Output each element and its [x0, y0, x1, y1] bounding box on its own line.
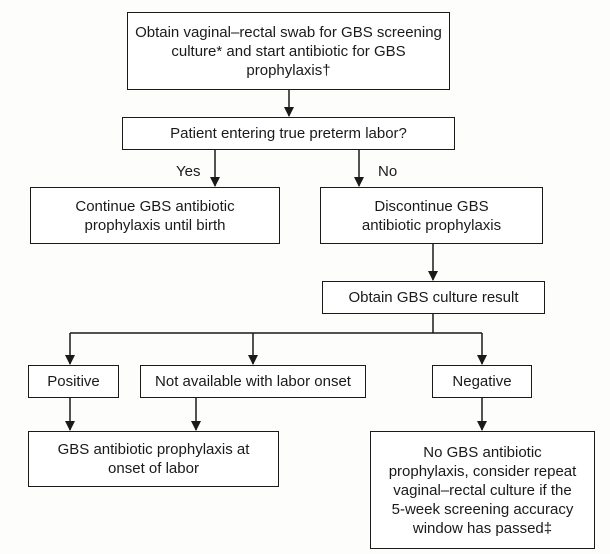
node-negative-text: Negative	[452, 373, 512, 390]
edge-label-yes: Yes	[176, 163, 201, 180]
node-prophylaxis-at-onset-text: GBS antibiotic prophylaxis at onset of l…	[57, 441, 250, 477]
node-preterm-labor-question-text: Patient entering true preterm labor?	[170, 125, 407, 142]
node-continue-prophylaxis: Continue GBS antibiotic prophylaxis unti…	[30, 187, 280, 244]
node-preterm-labor-question: Patient entering true preterm labor?	[122, 117, 455, 150]
edge-label-no: No	[378, 163, 398, 180]
node-discontinue-prophylaxis: Discontinue GBS antibiotic prophylaxis	[320, 187, 543, 244]
node-obtain-swab: Obtain vaginal–rectal swab for GBS scree…	[127, 12, 450, 90]
node-not-available-text: Not available with labor onset	[155, 373, 351, 390]
node-continue-prophylaxis-text: Continue GBS antibiotic prophylaxis unti…	[75, 197, 235, 234]
node-positive-text: Positive	[47, 373, 100, 390]
node-negative: Negative	[432, 365, 532, 398]
node-prophylaxis-at-onset: GBS antibiotic prophylaxis at onset of l…	[28, 431, 279, 487]
node-no-prophylaxis-text: No GBS antibiotic prophylaxis, consider …	[388, 443, 577, 537]
node-no-prophylaxis: No GBS antibiotic prophylaxis, consider …	[370, 431, 595, 549]
node-obtain-culture-result: Obtain GBS culture result	[322, 281, 545, 314]
node-obtain-culture-result-text: Obtain GBS culture result	[348, 289, 519, 306]
node-discontinue-prophylaxis-text: Discontinue GBS antibiotic prophylaxis	[361, 197, 502, 234]
node-obtain-swab-text: Obtain vaginal–rectal swab for GBS scree…	[135, 23, 442, 79]
node-positive: Positive	[28, 365, 119, 398]
node-not-available: Not available with labor onset	[140, 365, 366, 398]
